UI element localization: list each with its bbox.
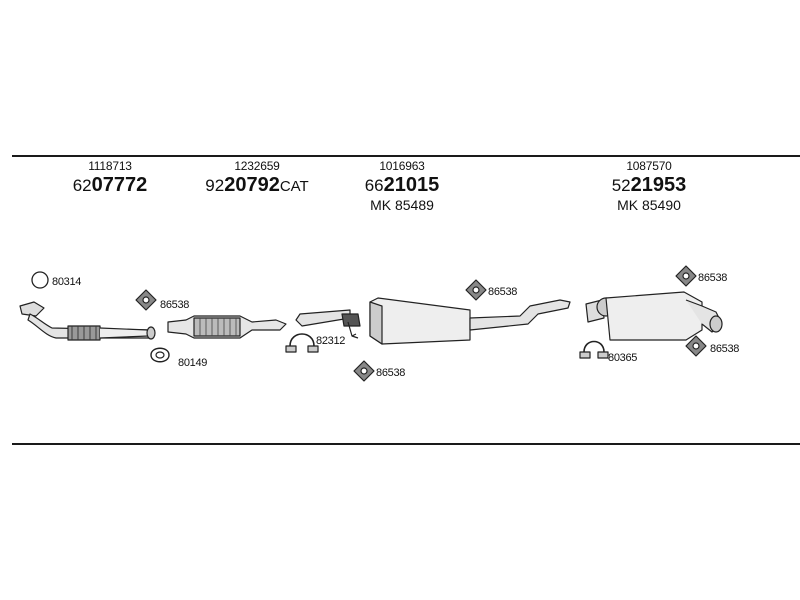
part-label-86538: 86538 <box>698 272 728 284</box>
gasket-icon <box>150 347 170 363</box>
part-label-86538: 86538 <box>160 299 190 311</box>
code-prefix: 66 <box>364 176 384 195</box>
part-label-80314: 80314 <box>52 276 82 288</box>
pipe-clamp-icon <box>579 340 609 359</box>
header-catalyst: 1232659 9220792CAT <box>205 160 308 195</box>
part-label-86538: 86538 <box>376 367 406 379</box>
rubber-hanger-icon <box>135 289 157 311</box>
top-rule <box>12 155 800 157</box>
part-label-80365: 80365 <box>608 352 638 364</box>
part-ref: 1232659 <box>234 159 280 173</box>
o-ring-icon <box>31 271 49 289</box>
code-main: 21953 <box>630 174 687 196</box>
rubber-hanger-icon <box>675 265 697 287</box>
rubber-hanger-icon <box>465 279 487 301</box>
middle-silencer-icon <box>295 297 571 345</box>
header-front-pipe: 1118713 6207772 <box>73 160 148 195</box>
header-rear-silencer: 1087570 5221953 MK 85490 <box>612 160 687 212</box>
code-main: 20792 <box>224 174 280 196</box>
code-suffix: CAT <box>279 178 309 195</box>
code-prefix: 52 <box>611 176 631 195</box>
header-middle-silencer: 1016963 6621015 MK 85489 <box>365 160 440 212</box>
code-main: 07772 <box>91 174 148 196</box>
part-label-86538: 86538 <box>710 343 740 355</box>
part-ref: 1087570 <box>626 159 672 173</box>
part-code: 9220792CAT <box>205 175 308 195</box>
part-label-80149: 80149 <box>178 357 208 369</box>
part-code: 6621015 <box>365 175 440 195</box>
part-label-82312: 82312 <box>316 335 346 347</box>
part-label-86538: 86538 <box>488 286 518 298</box>
bottom-rule <box>12 443 800 445</box>
front-pipe-icon <box>19 301 156 341</box>
code-prefix: 92 <box>205 176 225 195</box>
part-code: 6207772 <box>73 175 148 195</box>
mounting-kit: MK 85490 <box>617 197 681 213</box>
pipe-clamp-icon <box>285 333 319 353</box>
code-main: 21015 <box>383 174 440 196</box>
mounting-kit: MK 85489 <box>370 197 434 213</box>
rubber-hanger-icon <box>685 335 707 357</box>
catalytic-converter-icon <box>167 315 287 339</box>
rear-silencer-icon <box>585 291 723 341</box>
rubber-hanger-icon <box>353 360 375 382</box>
part-code: 5221953 <box>612 175 687 195</box>
part-ref: 1016963 <box>379 159 425 173</box>
part-ref: 1118713 <box>88 159 132 173</box>
code-prefix: 62 <box>72 176 92 195</box>
